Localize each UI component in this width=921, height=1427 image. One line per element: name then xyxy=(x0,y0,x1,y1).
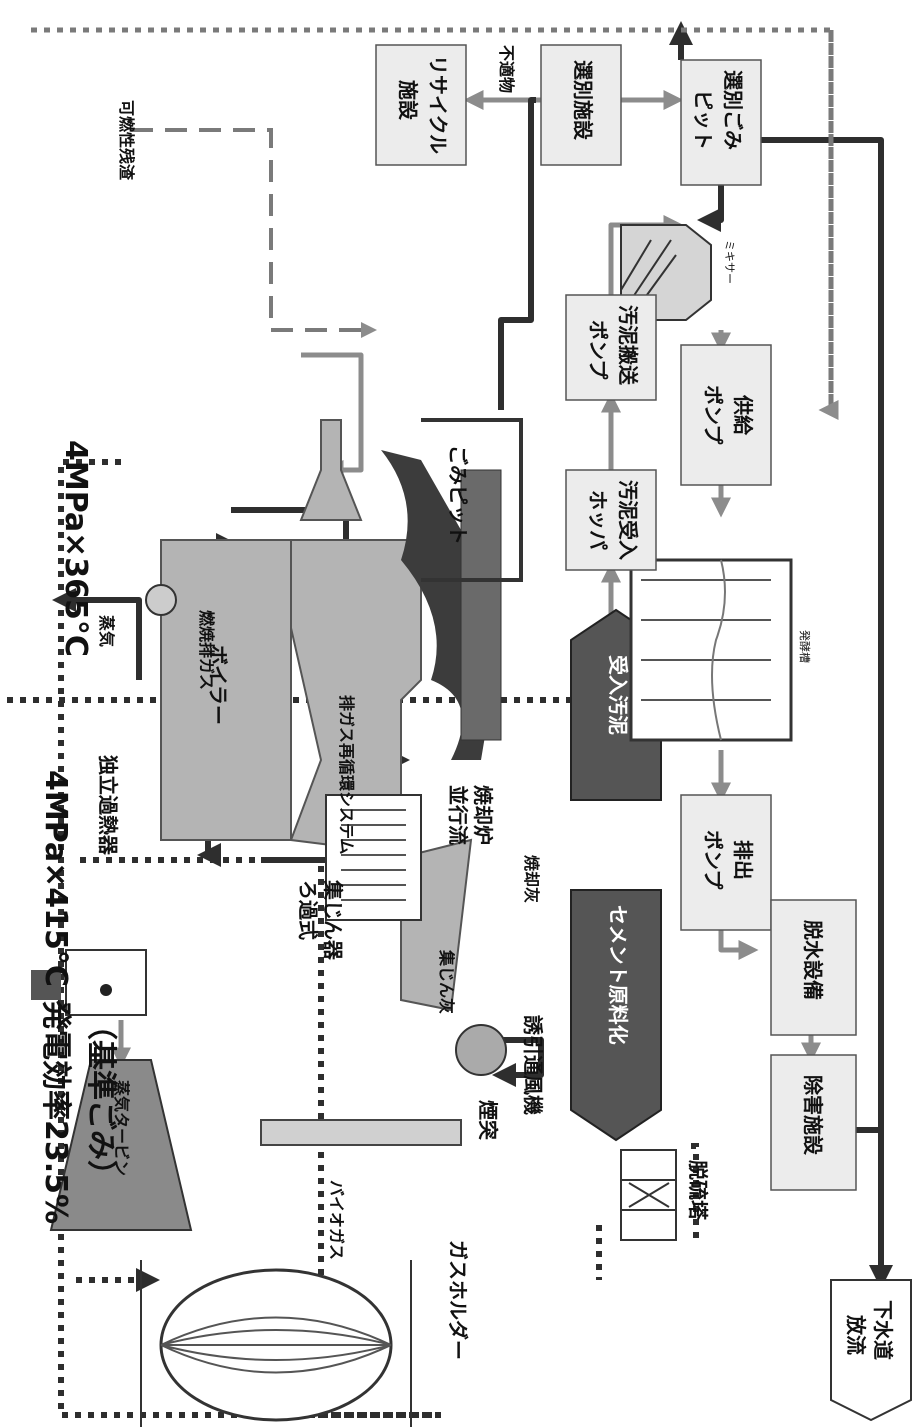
fan-to-stack xyxy=(492,1037,544,1087)
discharge-pump-box xyxy=(680,794,772,931)
bag-filter-label-1: ろ過式 xyxy=(296,880,320,940)
biogas-up-line xyxy=(691,1143,699,1243)
furnace-label-1: 並行流 xyxy=(446,785,470,845)
boiler-body xyxy=(160,539,292,841)
steam-line xyxy=(52,588,142,680)
furnace-grate xyxy=(460,469,502,741)
gas-holder-label: ガスホルダー xyxy=(446,1240,470,1360)
sewer-label-1: 下水道 xyxy=(871,1300,895,1360)
steam-label: 蒸気 xyxy=(97,615,116,647)
desulfurizer xyxy=(620,1149,677,1241)
id-fan xyxy=(455,1024,507,1076)
steam-drum xyxy=(145,584,177,616)
combustion-gas-label: 燃焼排ガス xyxy=(197,610,216,690)
boiler-steam-condition: 4MPa×365°C xyxy=(58,440,93,657)
sludge-hopper-box xyxy=(565,469,657,571)
sludge-hopper-label-2: ホッパ xyxy=(586,490,610,550)
sorting-box xyxy=(540,44,622,166)
steam-turbine xyxy=(49,1059,193,1231)
dust-label: 集じん灰 xyxy=(437,949,456,1014)
dewatering-label: 脱水設備 xyxy=(801,920,825,1000)
digester-label: 発酵槽 xyxy=(798,630,812,663)
waste-pit-label: ごみピット xyxy=(446,445,470,545)
turbine-condition: 4MPa×415°C xyxy=(38,770,73,987)
stack xyxy=(260,1119,462,1146)
furnace-label-2: 焼却炉 xyxy=(471,785,495,845)
gas-holder xyxy=(140,1260,412,1427)
sewer-line xyxy=(761,137,893,1289)
sludge-pump-label-1: 汚泥搬送 xyxy=(616,305,640,386)
sludge-pump-label-2: ポンプ xyxy=(586,320,610,380)
superheater-label: 独立過熱器 xyxy=(96,755,120,856)
recycling-label-1: リサイクル xyxy=(426,55,450,154)
sorted-pit-box xyxy=(680,59,762,186)
cement-label: セメント原料化 xyxy=(606,905,630,1045)
discharge-pump-label-1: 排出 xyxy=(731,840,755,880)
feed-pump-box xyxy=(680,344,772,486)
boiler-label: ボイラー xyxy=(206,645,230,725)
discharge-to-dewater xyxy=(718,930,759,960)
wastewater-label: 除害施設 xyxy=(801,1075,825,1156)
biogas-label: バイオガス xyxy=(327,1180,346,1260)
feed-pump-label-1: 供給 xyxy=(731,394,755,436)
discharge-pump-label-2: ポンプ xyxy=(701,830,725,890)
efficiency-line2: （基準ごみ） xyxy=(83,1010,118,1190)
digester xyxy=(629,558,793,742)
feed-pump-label-2: ポンプ xyxy=(701,385,725,445)
bag-filter xyxy=(325,794,422,921)
sewer-outfall xyxy=(830,1279,912,1422)
combustible-residue-line xyxy=(131,128,377,338)
desulfurizer-label: 脱硫塔 xyxy=(686,1160,710,1221)
flue-recirc-label: 排ガス再循環システム xyxy=(337,695,356,855)
unsuitable-label: 不適物 xyxy=(497,45,516,93)
recycle-dotted-loop xyxy=(31,27,834,410)
id-fan-label: 誘引通風機 xyxy=(521,1015,545,1115)
pit-to-sorting xyxy=(498,97,536,410)
waste-pit-structure xyxy=(421,418,523,582)
sorted-pit-to-mixer xyxy=(697,180,724,232)
efficiency-line1: 発電効率23.5% xyxy=(38,999,73,1224)
sludge-pump-box xyxy=(565,294,657,401)
sewer-label-2: 放流 xyxy=(844,1314,868,1355)
combustible-residue-label: 可燃性残渣 xyxy=(117,100,136,181)
sludge-hopper-label-1: 汚泥受入 xyxy=(616,480,640,560)
stack-label: 煙突 xyxy=(476,1100,500,1140)
ash-label: 焼却灰 xyxy=(522,855,541,903)
mixer-label: ミキサー xyxy=(723,240,736,284)
dewatering-box xyxy=(770,899,857,1036)
recycling-label-2: 施設 xyxy=(396,80,420,121)
cement-box xyxy=(570,889,662,1142)
received-sludge-label: 受入汚泥 xyxy=(606,655,630,735)
sorting-label: 選別施設 xyxy=(571,60,595,141)
biogas-line xyxy=(58,459,441,1418)
turbine-label: 蒸気タービン xyxy=(112,1080,131,1176)
sorted-pit-label-2: ピット xyxy=(691,90,715,150)
recycle-dotted-2 xyxy=(818,30,839,420)
pit-to-furnace-line xyxy=(301,352,364,480)
feed-hopper xyxy=(299,419,363,521)
wastewater-box xyxy=(770,1054,857,1191)
superheater xyxy=(31,949,147,1016)
bag-filter-label-2: 集じん器 xyxy=(321,879,345,961)
recycling-box xyxy=(375,44,467,166)
sorted-pit-label-1: 選別ごみ xyxy=(721,70,745,150)
